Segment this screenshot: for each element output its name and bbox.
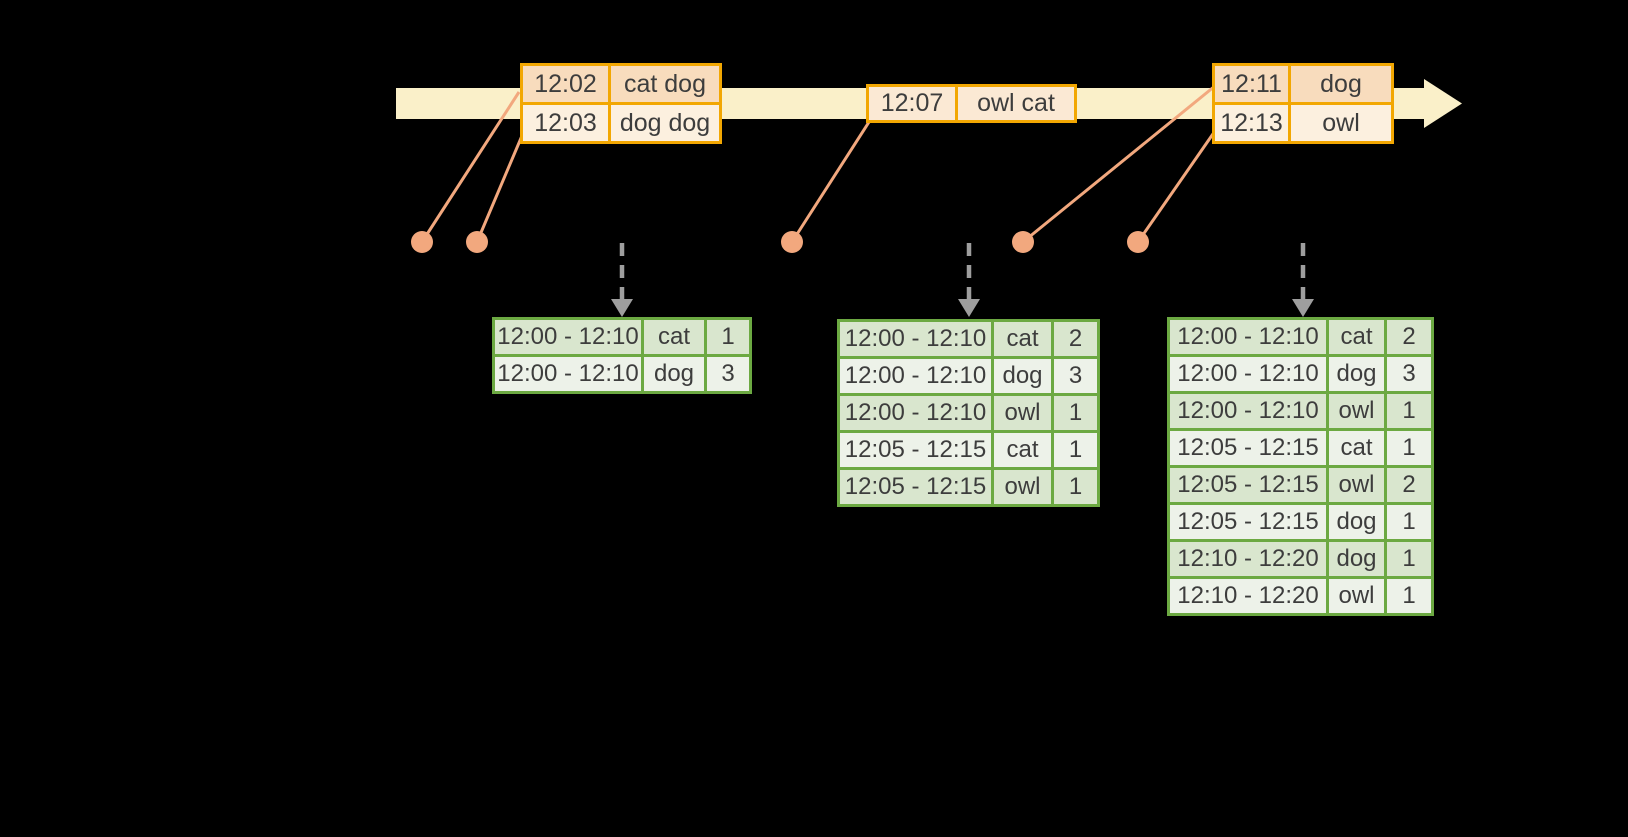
event-words-cell: dog dog [611, 105, 719, 141]
count-cell: 1 [1387, 579, 1431, 613]
window-cell: 12:00 - 12:10 [840, 359, 991, 393]
result-table-1: 12:00 - 12:10 cat 1 12:00 - 12:10 dog 3 [492, 317, 752, 394]
count-cell: 1 [1387, 394, 1431, 428]
result-table-3: 12:00 - 12:10 cat 2 12:00 - 12:10 dog 3 … [1167, 317, 1434, 616]
word-cell: owl [994, 396, 1051, 430]
count-cell: 1 [1054, 470, 1097, 504]
window-cell: 12:05 - 12:15 [1170, 431, 1326, 465]
word-cell: cat [1329, 320, 1384, 354]
event-table-2: 12:07 owl cat [866, 84, 1077, 123]
count-cell: 2 [1387, 468, 1431, 502]
window-cell: 12:10 - 12:20 [1170, 579, 1326, 613]
event-words-cell: cat dog [611, 66, 719, 102]
window-cell: 12:05 - 12:15 [840, 433, 991, 467]
word-cell: dog [644, 357, 704, 391]
event-words-cell: dog [1291, 66, 1391, 102]
window-cell: 12:00 - 12:10 [495, 320, 641, 354]
event-words-cell: owl [1291, 105, 1391, 141]
count-cell: 1 [1387, 542, 1431, 576]
connector-line [790, 121, 871, 243]
word-cell: cat [644, 320, 704, 354]
window-cell: 12:05 - 12:15 [1170, 468, 1326, 502]
word-cell: cat [994, 322, 1051, 356]
word-cell: owl [1329, 394, 1384, 428]
word-cell: dog [994, 359, 1051, 393]
count-cell: 2 [1387, 320, 1431, 354]
trigger-arrows [611, 243, 1314, 317]
event-time-cell: 12:02 [523, 66, 608, 102]
connector-line [1022, 84, 1216, 244]
word-cell: owl [1329, 579, 1384, 613]
event-dot [1127, 231, 1149, 253]
trigger-arrowhead-icon [958, 299, 980, 317]
event-dot [1012, 231, 1034, 253]
word-cell: dog [1329, 505, 1384, 539]
word-cell: owl [1329, 468, 1384, 502]
event-words-cell: owl cat [958, 87, 1074, 120]
window-cell: 12:00 - 12:10 [840, 322, 991, 356]
window-cell: 12:05 - 12:15 [840, 470, 991, 504]
event-dot [781, 231, 803, 253]
event-dot [466, 231, 488, 253]
word-cell: owl [994, 470, 1051, 504]
word-cell: dog [1329, 542, 1384, 576]
word-cell: cat [1329, 431, 1384, 465]
count-cell: 1 [1054, 396, 1097, 430]
result-table-2: 12:00 - 12:10 cat 2 12:00 - 12:10 dog 3 … [837, 319, 1100, 507]
window-cell: 12:00 - 12:10 [1170, 357, 1326, 391]
count-cell: 1 [707, 320, 749, 354]
event-table-3: 12:11 dog 12:13 owl [1212, 63, 1394, 144]
trigger-arrowhead-icon [611, 299, 633, 317]
event-time-cell: 12:11 [1215, 66, 1288, 102]
window-cell: 12:00 - 12:10 [840, 396, 991, 430]
event-dots [411, 231, 1149, 253]
count-cell: 3 [1054, 359, 1097, 393]
event-time-cell: 12:13 [1215, 105, 1288, 141]
window-cell: 12:10 - 12:20 [1170, 542, 1326, 576]
event-connector-lines [420, 84, 1217, 244]
count-cell: 2 [1054, 322, 1097, 356]
count-cell: 3 [707, 357, 749, 391]
window-cell: 12:00 - 12:10 [1170, 394, 1326, 428]
window-cell: 12:05 - 12:15 [1170, 505, 1326, 539]
connector-line [420, 91, 521, 243]
window-cell: 12:00 - 12:10 [1170, 320, 1326, 354]
word-cell: dog [1329, 357, 1384, 391]
event-table-1: 12:02 cat dog 12:03 dog dog [520, 63, 722, 144]
count-cell: 3 [1387, 357, 1431, 391]
word-cell: cat [994, 433, 1051, 467]
event-time-cell: 12:07 [869, 87, 955, 120]
count-cell: 1 [1387, 505, 1431, 539]
connector-line [475, 130, 526, 243]
count-cell: 1 [1054, 433, 1097, 467]
window-cell: 12:00 - 12:10 [495, 357, 641, 391]
count-cell: 1 [1387, 431, 1431, 465]
timeline-arrowhead-icon [1424, 79, 1462, 128]
event-time-cell: 12:03 [523, 105, 608, 141]
event-dot [411, 231, 433, 253]
trigger-arrowhead-icon [1292, 299, 1314, 317]
connector-line [1136, 130, 1217, 243]
